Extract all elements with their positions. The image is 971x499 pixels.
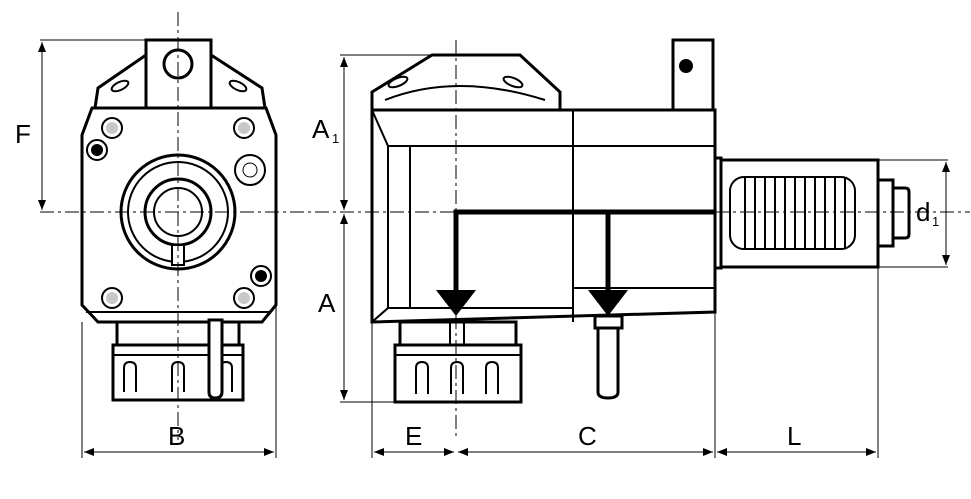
front-view: [80, 38, 278, 402]
label-L: L: [787, 421, 801, 451]
label-d1: d: [916, 197, 930, 227]
label-B: B: [168, 421, 185, 451]
label-A: A: [318, 288, 336, 318]
front-top-lug: [93, 38, 267, 110]
shank-thread: [744, 178, 846, 248]
front-body: [80, 106, 278, 324]
side-bracket: [671, 38, 715, 112]
label-E: E: [405, 421, 422, 451]
label-A1: A: [312, 114, 330, 144]
extension-lines: [40, 39, 948, 458]
side-view: [370, 38, 911, 404]
label-F: F: [15, 119, 31, 149]
dimension-labels: F A 1 A d 1 B E C L: [15, 114, 939, 451]
label-d1-subscript: 1: [932, 214, 939, 229]
label-A1-subscript: 1: [332, 131, 339, 146]
side-top-lug: [370, 53, 562, 112]
side-housing: [370, 108, 717, 324]
side-shank: [713, 156, 911, 270]
side-tool-pin: [593, 314, 624, 400]
dimension-lines: [38, 42, 950, 456]
center-lines: [40, 12, 970, 440]
label-C: C: [578, 421, 597, 451]
side-collet-nut: [393, 320, 523, 404]
